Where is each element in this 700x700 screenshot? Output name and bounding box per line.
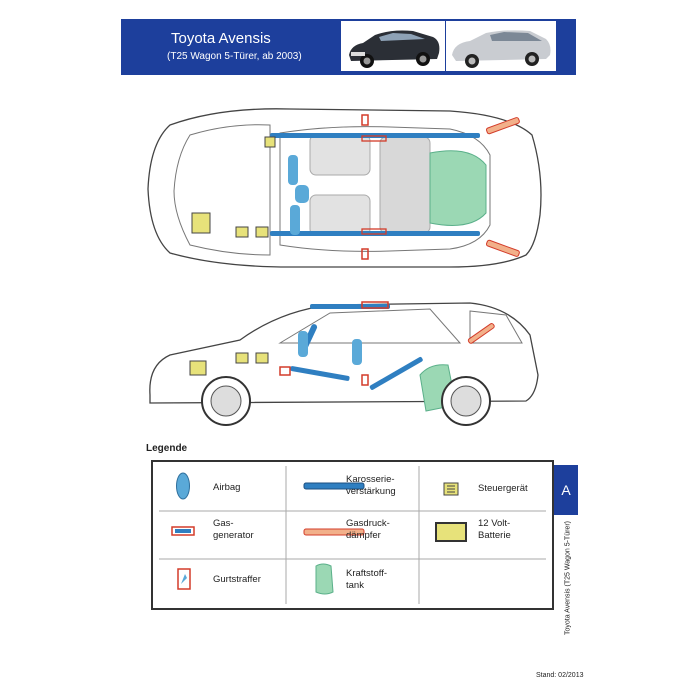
belt-tensioner-icon [177, 568, 191, 590]
legend-body-reinforcement-label: Karosserie- verstärkung [346, 474, 396, 497]
legend-box: Airbag Gas- generator Gurtstraffer Karos… [151, 460, 554, 610]
legend-airbag-label: Airbag [213, 482, 241, 493]
legend-gas-generator-label: Gas- generator [213, 518, 254, 541]
silver-car-photo [446, 21, 556, 71]
car-top-view [147, 108, 542, 268]
header-accent-bar [556, 19, 576, 75]
dark-car-photo [341, 21, 445, 71]
legend-title: Legende [146, 443, 188, 454]
legend-belt-tensioner-label: Gurtstraffer [213, 574, 261, 585]
page-title: Toyota Avensis [171, 30, 271, 47]
rescue-card-diagram [147, 108, 542, 426]
body-reinforcement-icon [303, 482, 365, 490]
page-subtitle: (T25 Wagon 5-Türer, ab 2003) [167, 51, 302, 62]
battery-icon [435, 522, 467, 542]
gas-strut-icon [303, 528, 365, 536]
footer-stand: Stand: 02/2013 [536, 672, 584, 679]
header-banner: Toyota Avensis (T25 Wagon 5-Türer, ab 20… [121, 19, 576, 75]
legend-control-unit-label: Steuergerät [478, 483, 528, 494]
legend-grid [159, 466, 546, 604]
airbag-icon [176, 472, 190, 500]
car-side-view [149, 301, 539, 426]
side-note-text: Toyota Avensis (T25 Wagon 5-Türer) [564, 521, 572, 635]
control-unit-icon [443, 482, 459, 496]
section-tab: A [554, 465, 578, 515]
gas-generator-icon [171, 526, 195, 536]
legend-gas-strut-label: Gasdruck- dämpfer [346, 518, 390, 541]
legend-fuel-tank-label: Kraftstoff- tank [346, 568, 388, 591]
fuel-tank-icon [315, 563, 334, 595]
legend-battery-label: 12 Volt- Batterie [478, 518, 511, 541]
side-note: Toyota Avensis (T25 Wagon 5-Türer) [559, 518, 577, 638]
